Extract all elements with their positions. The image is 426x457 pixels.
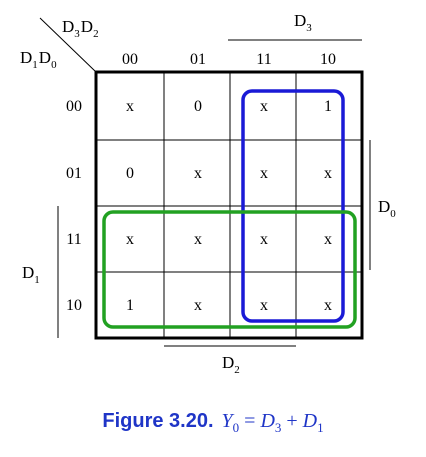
cell-value: x bbox=[260, 297, 268, 314]
figure-caption: Figure 3.20. Y0 = D3 + D1 bbox=[0, 410, 426, 436]
span-right-label: D0 bbox=[378, 197, 396, 220]
cell-value: 1 bbox=[324, 98, 332, 115]
row-header: 00 bbox=[66, 98, 82, 115]
span-left-label: D1 bbox=[22, 263, 40, 286]
col-header: 01 bbox=[190, 51, 206, 68]
corner-diagonal bbox=[39, 17, 97, 73]
span-top-label: D3 bbox=[294, 11, 312, 34]
col-header: 10 bbox=[320, 51, 336, 68]
col-header: 00 bbox=[122, 51, 138, 68]
kmap-grid bbox=[94, 70, 364, 340]
cell-value: x bbox=[194, 165, 202, 182]
cell-value: x bbox=[260, 231, 268, 248]
grid-border bbox=[94, 70, 364, 340]
row-headers: 00 01 11 10 bbox=[66, 98, 82, 314]
cell-value: x bbox=[194, 231, 202, 248]
span-bottom-label: D2 bbox=[222, 353, 240, 376]
cell-value: x bbox=[126, 98, 134, 115]
cell-value: 0 bbox=[126, 165, 134, 182]
kmap-cells: x 0 x 1 0 x x x x x x x 1 x x x bbox=[126, 98, 332, 314]
cell-value: x bbox=[260, 98, 268, 115]
cell-value: x bbox=[324, 231, 332, 248]
col-header: 11 bbox=[256, 51, 271, 68]
row-header: 11 bbox=[66, 231, 81, 248]
cell-value: x bbox=[194, 297, 202, 314]
cell-value: 0 bbox=[194, 98, 202, 115]
figure-label: Figure 3.20. bbox=[102, 410, 214, 432]
column-headers: 00 01 11 10 bbox=[122, 51, 336, 68]
group-green-d1 bbox=[102, 210, 357, 329]
caption-equation: Y0 = D3 + D1 bbox=[221, 410, 324, 435]
cell-value: x bbox=[324, 297, 332, 314]
cell-value: 1 bbox=[126, 297, 134, 314]
cell-value: x bbox=[260, 165, 268, 182]
row-header: 10 bbox=[66, 297, 82, 314]
cell-value: x bbox=[324, 165, 332, 182]
cell-value: x bbox=[126, 231, 134, 248]
corner-left-label: D1D0 bbox=[20, 48, 57, 71]
corner-top-label: D3D2 bbox=[62, 17, 99, 40]
row-header: 01 bbox=[66, 165, 82, 182]
group-blue-d3 bbox=[241, 89, 345, 323]
